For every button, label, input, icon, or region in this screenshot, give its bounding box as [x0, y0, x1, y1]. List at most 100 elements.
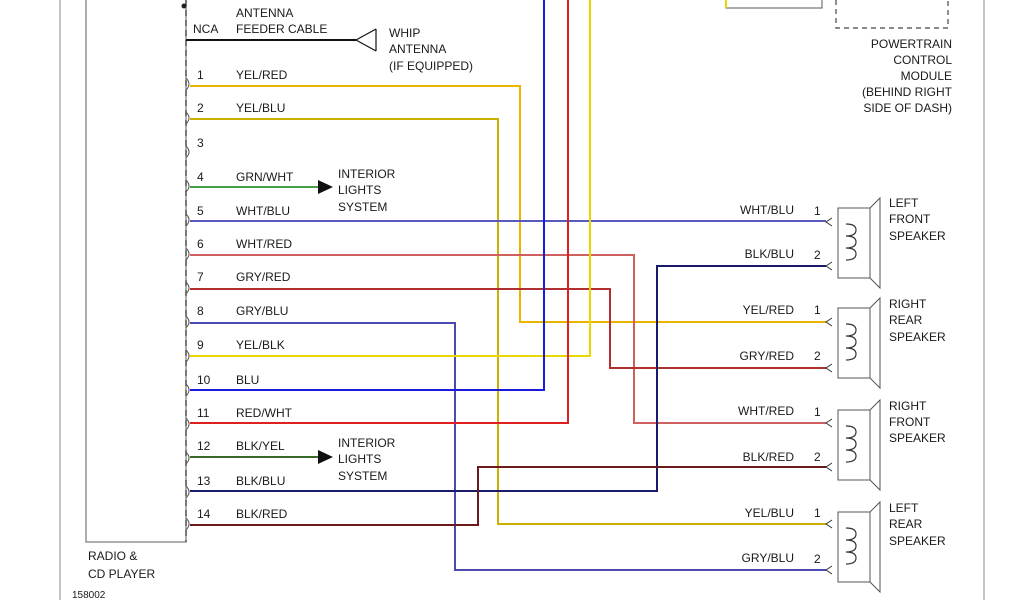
- wire-pin-13: [190, 265, 826, 492]
- wire-pin-14: [190, 466, 826, 526]
- speaker-rf-term1-num: 1: [814, 405, 821, 419]
- pin-notch: [185, 179, 190, 193]
- wire-label-pin-7: GRY/RED: [236, 270, 291, 284]
- connector-pin-notches: [185, 77, 190, 531]
- speaker-lr-name-line3: SPEAKER: [889, 534, 946, 548]
- pcm-label-line2: CONTROL: [893, 53, 952, 67]
- pin-number-12: 12: [197, 439, 211, 453]
- pin-notch: [185, 281, 190, 295]
- speaker-rf-term2-num: 2: [814, 450, 821, 464]
- wire-label-pin-12: BLK/YEL: [236, 439, 285, 453]
- pin-notch: [185, 145, 190, 159]
- speaker-rr-term1-wire: YEL/RED: [743, 303, 795, 317]
- pin-notch: [185, 417, 190, 431]
- speaker-cone-icon: [869, 500, 881, 594]
- pin-number-10: 10: [197, 373, 211, 387]
- wire-pin-10: [190, 0, 545, 391]
- speaker-lf-term1-wire: WHT/BLU: [740, 203, 794, 217]
- interior-lights-1-line2: LIGHTS: [338, 183, 381, 197]
- speaker-lf-name-line2: FRONT: [889, 212, 931, 226]
- pin-numbers: 1 2 3 4 5 6 7 8 9 10 11 12 13 14: [197, 68, 211, 521]
- pcm-label-line4: (BEHIND RIGHT: [862, 85, 953, 99]
- pin-notch: [185, 383, 190, 397]
- terminal-1-icon: [825, 317, 833, 327]
- wire-pin-11: [190, 0, 569, 424]
- speaker-cone-icon: [869, 196, 881, 290]
- speaker-coil-icon: [845, 323, 857, 361]
- arrow-right-icon: [318, 180, 333, 194]
- wire-pin-9: [190, 0, 591, 357]
- diagram-reference-number: 158002: [72, 590, 106, 600]
- antenna-cable-label-line1: ANTENNA: [236, 6, 293, 20]
- pcm-label-line1: POWERTRAIN: [871, 37, 952, 51]
- wire-label-pin-5: WHT/BLU: [236, 204, 290, 218]
- pin-number-13: 13: [197, 474, 211, 488]
- pin-notch: [185, 517, 190, 531]
- speaker-cone-icon: [869, 398, 881, 492]
- speaker-rf-name-line2: FRONT: [889, 415, 931, 429]
- whip-antenna-symbol: [355, 39, 377, 52]
- speaker-coil-icon: [845, 223, 857, 261]
- pcm-box: [835, 0, 949, 29]
- wire-label-pin-9: YEL/BLK: [236, 338, 285, 352]
- terminal-2-icon: [825, 261, 833, 271]
- speaker-lf-name-line3: SPEAKER: [889, 229, 946, 243]
- speaker-right-front: 1 2 WHT/RED BLK/RED RIGHT FRONT SPEAKER: [738, 398, 946, 492]
- terminal-2-icon: [825, 565, 833, 575]
- wire-label-pin-13: BLK/BLU: [236, 474, 285, 488]
- nca-label: NCA: [193, 22, 218, 36]
- speaker-coil-icon: [845, 425, 857, 463]
- speaker-rr-name-line2: REAR: [889, 313, 923, 327]
- pin-notch: [185, 247, 190, 261]
- interior-lights-2-line3: SYSTEM: [338, 469, 387, 483]
- wire-label-pin-11: RED/WHT: [236, 406, 293, 420]
- speaker-lf-name-line1: LEFT: [889, 196, 919, 210]
- wire-label-pin-4: GRN/WHT: [236, 170, 294, 184]
- interior-lights-1-line1: INTERIOR: [338, 167, 396, 181]
- wire-pin-1: [190, 85, 826, 323]
- speaker-housing: [837, 307, 871, 379]
- whip-antenna-label-line3: (IF EQUIPPED): [389, 59, 473, 73]
- pin-number-14: 14: [197, 507, 211, 521]
- arrow-right-icon: [318, 450, 333, 464]
- wire-label-pin-14: BLK/RED: [236, 507, 288, 521]
- speaker-lr-term1-wire: YEL/BLU: [745, 506, 794, 520]
- pin-notch: [185, 349, 190, 363]
- pin-number-3: 3: [197, 136, 204, 150]
- speaker-right-rear: 1 2 YEL/RED GRY/RED RIGHT REAR SPEAKER: [740, 296, 946, 390]
- whip-antenna-symbol: [355, 28, 377, 41]
- pcm-label-line3: MODULE: [901, 69, 952, 83]
- wire-pin-6: [190, 254, 826, 424]
- radio-label-line2: CD PLAYER: [88, 567, 155, 581]
- speaker-rf-term2-wire: BLK/RED: [743, 450, 795, 464]
- whip-antenna-label-line1: WHIP: [389, 26, 420, 40]
- wire-label-pin-8: GRY/BLU: [236, 304, 288, 318]
- terminal-1-icon: [825, 418, 833, 428]
- pcm-connector: [725, 0, 823, 9]
- speaker-housing: [837, 409, 871, 481]
- wire-pin-8: [190, 322, 826, 571]
- speaker-coil-icon: [845, 527, 857, 565]
- speaker-rr-term2-wire: GRY/RED: [740, 349, 795, 363]
- terminal-2-icon: [825, 462, 833, 472]
- speaker-lr-term1-num: 1: [814, 506, 821, 520]
- speaker-rr-term1-num: 1: [814, 303, 821, 317]
- wire-label-pin-6: WHT/RED: [236, 237, 292, 251]
- radio-label-line1: RADIO &: [88, 549, 137, 563]
- wire-pin-7: [190, 288, 826, 369]
- speaker-rf-name-line3: SPEAKER: [889, 431, 946, 445]
- pin-notch: [185, 111, 190, 125]
- antenna-terminal-dot: [181, 3, 187, 9]
- wire-pin-2: [190, 118, 826, 525]
- speaker-housing: [837, 511, 871, 583]
- speaker-lr-term2-num: 2: [814, 552, 821, 566]
- speaker-cone-icon: [869, 296, 881, 390]
- pin-number-4: 4: [197, 170, 204, 184]
- speaker-rf-term1-wire: WHT/RED: [738, 404, 794, 418]
- interior-lights-2-line1: INTERIOR: [338, 436, 396, 450]
- pin-number-6: 6: [197, 237, 204, 251]
- pin-number-11: 11: [197, 406, 210, 420]
- speaker-lr-name-line1: LEFT: [889, 501, 919, 515]
